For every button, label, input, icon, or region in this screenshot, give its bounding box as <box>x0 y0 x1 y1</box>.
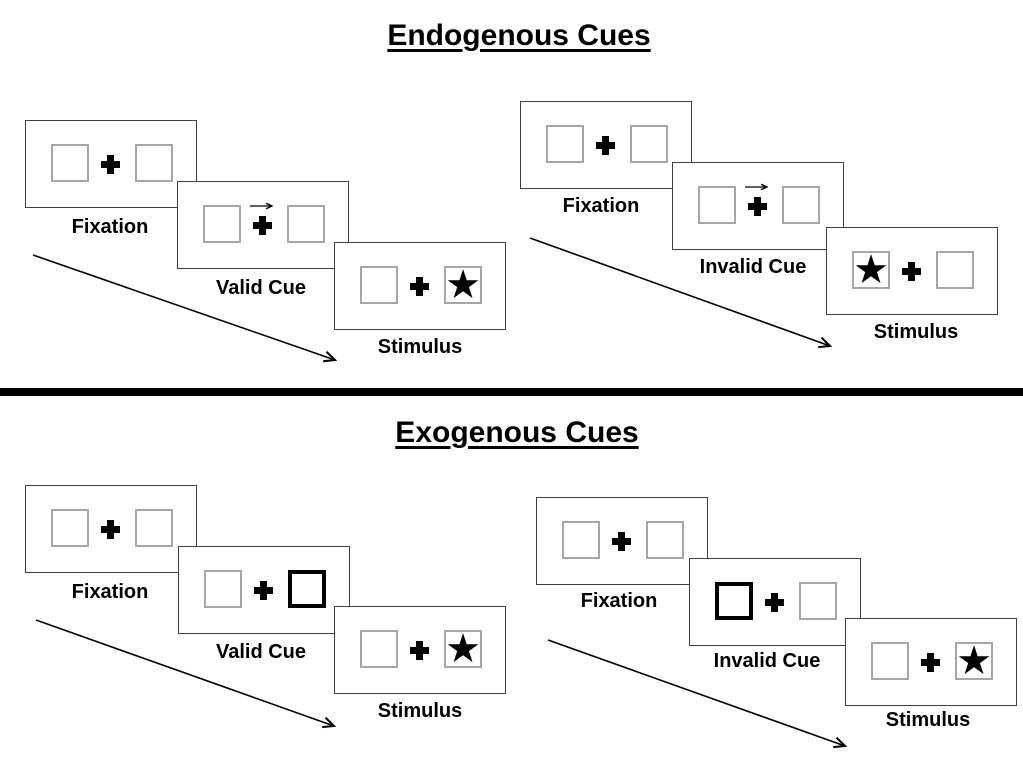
placeholder-box-right <box>630 125 668 163</box>
fixation-cross-icon <box>101 520 120 539</box>
fixation-cross-icon <box>921 653 940 672</box>
panel-stimulus: ★ <box>826 227 998 315</box>
panel-valid-cue <box>177 181 349 269</box>
placeholder-box-left <box>360 266 398 304</box>
step-label-valid-cue: Valid Cue <box>215 277 307 299</box>
endogenous-section-title: Endogenous Cues <box>387 19 651 52</box>
star-icon: ★ <box>445 262 481 308</box>
sequence-arrow-icon <box>32 254 346 370</box>
step-label-fixation: Fixation <box>71 216 149 238</box>
sequence-arrow-icon <box>35 619 344 736</box>
panel-stimulus: ★ <box>845 618 1017 706</box>
panel-invalid-cue <box>672 162 844 250</box>
step-label-stimulus: Stimulus <box>377 700 463 722</box>
step-label-stimulus: Stimulus <box>377 336 463 358</box>
placeholder-box-right <box>799 582 837 620</box>
panel-valid-cue <box>178 546 350 634</box>
panel-invalid-cue <box>689 558 861 646</box>
fixation-cross-icon <box>748 197 767 216</box>
fixation-cross-icon <box>410 277 429 296</box>
placeholder-box-right <box>936 251 974 289</box>
fixation-cross-icon <box>254 581 273 600</box>
sequence-arrow-icon <box>529 237 840 356</box>
placeholder-box-left <box>360 630 398 668</box>
placeholder-box-right <box>135 509 173 547</box>
panel-fixation <box>25 120 197 208</box>
stimulus-star-box: ★ <box>444 262 482 308</box>
panel-fixation <box>520 101 692 189</box>
placeholder-box-left <box>562 521 600 559</box>
star-icon: ★ <box>853 247 889 293</box>
step-label-fixation: Fixation <box>562 195 640 217</box>
placeholder-box-left <box>51 509 89 547</box>
stimulus-star-box: ★ <box>852 247 890 293</box>
star-icon: ★ <box>445 626 481 672</box>
placeholder-box-left <box>204 570 242 608</box>
panel-stimulus: ★ <box>334 242 506 330</box>
fixation-cross-icon <box>596 136 615 155</box>
placeholder-box-left <box>871 642 909 680</box>
cue-highlight-box <box>288 570 326 608</box>
sequence-arrow-icon <box>547 639 855 756</box>
fixation-cross-icon <box>902 262 921 281</box>
step-label-invalid-cue: Invalid Cue <box>699 256 807 278</box>
stimulus-star-box: ★ <box>444 626 482 672</box>
step-label-invalid-cue: Invalid Cue <box>713 650 821 672</box>
placeholder-box-left <box>698 186 736 224</box>
step-label-fixation: Fixation <box>71 581 149 603</box>
step-label-valid-cue: Valid Cue <box>215 641 307 663</box>
cue-arrow-icon <box>745 179 775 193</box>
placeholder-box-left <box>546 125 584 163</box>
exogenous-section-title: Exogenous Cues <box>395 416 639 449</box>
fixation-cross-icon <box>253 216 272 235</box>
cue-highlight-box <box>715 582 753 620</box>
fixation-cross-icon <box>101 155 120 174</box>
step-label-stimulus: Stimulus <box>885 709 971 731</box>
fixation-cross-icon <box>410 641 429 660</box>
placeholder-box-right <box>782 186 820 224</box>
placeholder-box-right <box>135 144 173 182</box>
panel-fixation <box>25 485 197 573</box>
step-label-fixation: Fixation <box>580 590 658 612</box>
placeholder-box-left <box>51 144 89 182</box>
step-label-stimulus: Stimulus <box>873 321 959 343</box>
placeholder-box-right <box>287 205 325 243</box>
panel-stimulus: ★ <box>334 606 506 694</box>
fixation-cross-icon <box>765 593 784 612</box>
panel-fixation <box>536 497 708 585</box>
cue-arrow-icon <box>250 198 280 212</box>
section-divider <box>0 388 1023 396</box>
placeholder-box-left <box>203 205 241 243</box>
fixation-cross-icon <box>612 532 631 551</box>
stimulus-star-box: ★ <box>955 638 993 684</box>
star-icon: ★ <box>956 638 992 684</box>
placeholder-box-right <box>646 521 684 559</box>
